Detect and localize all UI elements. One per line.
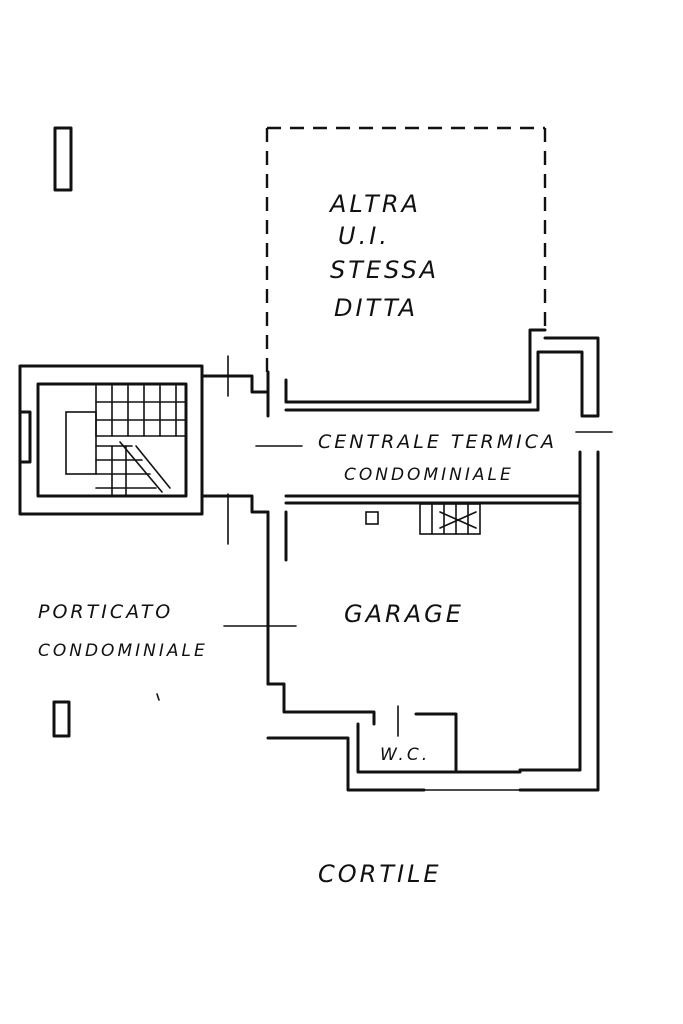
garage-small-stair xyxy=(419,503,481,535)
label-wc: W.C. xyxy=(380,745,430,765)
label-altra-2: U.I. xyxy=(338,222,390,250)
pillar-top-left xyxy=(53,126,73,192)
altra-ui-dashed-outline xyxy=(265,126,547,372)
garage-walls xyxy=(223,450,600,792)
stray-mark xyxy=(156,693,160,701)
label-porticato-condominiale: CONDOMINIALE xyxy=(38,641,208,661)
small-square-mark xyxy=(365,511,379,525)
pillar-bottom-left xyxy=(52,700,71,738)
label-centrale-termica: CENTRALE TERMICA xyxy=(318,431,557,453)
label-altra-1: ALTRA xyxy=(328,190,421,218)
corridor-walls xyxy=(200,328,613,545)
label-centrale-condominiale: CONDOMINIALE xyxy=(344,465,514,485)
staircase xyxy=(18,364,204,516)
label-garage: GARAGE xyxy=(344,600,464,628)
label-altra-3: STESSA xyxy=(330,256,439,284)
label-porticato: PORTICATO xyxy=(38,601,173,623)
label-altra-4: DITTA xyxy=(334,294,418,322)
label-cortile: CORTILE xyxy=(318,860,442,888)
